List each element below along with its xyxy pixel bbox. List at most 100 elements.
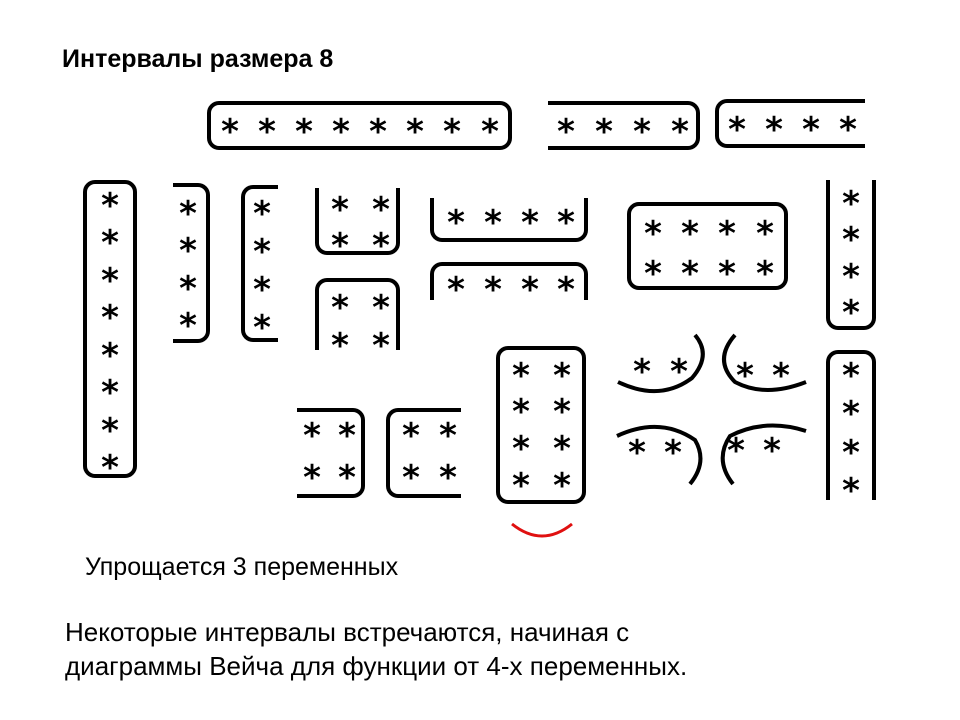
asterisk-mark: * xyxy=(557,203,575,244)
asterisk-mark: * xyxy=(179,194,197,235)
asterisk-mark: * xyxy=(253,194,271,235)
asterisk-mark: * xyxy=(221,112,239,153)
asterisk-mark: * xyxy=(439,416,457,457)
description-line-1: Некоторые интервалы встречаются, начиная… xyxy=(65,617,630,647)
asterisk-mark: * xyxy=(331,190,349,231)
arc-top-right xyxy=(722,333,807,392)
asterisk-mark: * xyxy=(633,112,651,153)
interval-box xyxy=(173,183,210,343)
asterisk-mark: * xyxy=(253,232,271,273)
description-line-2: диаграммы Вейча для функции от 4-х перем… xyxy=(65,651,688,681)
asterisk-mark: * xyxy=(331,326,349,367)
asterisk-mark: * xyxy=(295,112,313,153)
asterisk-mark: * xyxy=(332,112,350,153)
interval-box xyxy=(826,350,876,500)
asterisk-mark: * xyxy=(179,269,197,310)
asterisk-mark: * xyxy=(553,466,571,507)
asterisk-mark: * xyxy=(765,110,783,151)
interval-box xyxy=(315,278,400,350)
asterisk-mark: * xyxy=(406,112,424,153)
asterisk-mark: * xyxy=(402,458,420,499)
asterisk-mark: * xyxy=(372,288,390,329)
asterisk-mark: * xyxy=(512,356,530,397)
asterisk-mark: * xyxy=(839,110,857,151)
asterisk-mark: * xyxy=(644,214,662,255)
interval-box xyxy=(430,262,588,300)
asterisk-mark: * xyxy=(101,448,119,489)
interval-box xyxy=(241,185,278,342)
description: Некоторые интервалы встречаются, начиная… xyxy=(65,615,687,683)
asterisk-mark: * xyxy=(101,223,119,264)
asterisk-mark: * xyxy=(842,220,860,261)
asterisk-mark: * xyxy=(372,190,390,231)
asterisk-mark: * xyxy=(756,254,774,295)
asterisk-mark: * xyxy=(372,326,390,367)
asterisk-mark: * xyxy=(718,254,736,295)
asterisk-mark: * xyxy=(763,431,781,472)
asterisk-mark: * xyxy=(681,254,699,295)
subtitle: Упрощается 3 переменных xyxy=(85,553,399,581)
asterisk-mark: * xyxy=(369,112,387,153)
asterisk-mark: * xyxy=(331,226,349,267)
asterisk-mark: * xyxy=(842,356,860,397)
asterisk-mark: * xyxy=(512,429,530,470)
arc-top-left xyxy=(617,333,705,393)
asterisk-mark: * xyxy=(842,394,860,435)
interval-box xyxy=(627,202,788,290)
asterisk-mark: * xyxy=(331,288,349,329)
interval-box xyxy=(297,408,365,498)
asterisk-mark: * xyxy=(633,352,651,393)
arc-bottom-right xyxy=(720,423,807,486)
arc-bottom-left xyxy=(616,425,703,486)
asterisk-mark: * xyxy=(670,352,688,393)
interval-box xyxy=(826,180,876,330)
asterisk-mark: * xyxy=(253,308,271,349)
asterisk-mark: * xyxy=(553,356,571,397)
asterisk-mark: * xyxy=(521,203,539,244)
interval-box xyxy=(496,346,586,504)
asterisk-mark: * xyxy=(258,112,276,153)
asterisk-mark: * xyxy=(484,203,502,244)
asterisk-mark: * xyxy=(842,184,860,225)
asterisk-mark: * xyxy=(253,270,271,311)
asterisk-mark: * xyxy=(644,254,662,295)
asterisk-mark: * xyxy=(628,433,646,474)
asterisk-mark: * xyxy=(671,112,689,153)
asterisk-mark: * xyxy=(557,270,575,311)
asterisk-mark: * xyxy=(303,416,321,457)
asterisk-mark: * xyxy=(101,411,119,452)
interval-box xyxy=(548,101,700,150)
interval-box xyxy=(83,180,137,478)
interval-box xyxy=(430,198,588,242)
asterisk-mark: * xyxy=(718,214,736,255)
asterisk-mark: * xyxy=(728,110,746,151)
slide-title: Интервалы размера 8 xyxy=(62,45,334,73)
asterisk-mark: * xyxy=(557,112,575,153)
asterisk-mark: * xyxy=(512,392,530,433)
asterisk-mark: * xyxy=(101,298,119,339)
asterisk-mark: * xyxy=(447,203,465,244)
asterisk-mark: * xyxy=(756,214,774,255)
asterisk-mark: * xyxy=(179,231,197,272)
asterisk-mark: * xyxy=(842,257,860,298)
asterisk-mark: * xyxy=(772,356,790,397)
asterisk-mark: * xyxy=(521,270,539,311)
asterisk-mark: * xyxy=(101,373,119,414)
asterisk-mark: * xyxy=(372,226,390,267)
interval-box xyxy=(715,99,865,148)
asterisk-mark: * xyxy=(101,261,119,302)
asterisk-mark: * xyxy=(595,112,613,153)
asterisk-mark: * xyxy=(402,416,420,457)
asterisk-mark: * xyxy=(338,458,356,499)
asterisk-mark: * xyxy=(681,214,699,255)
asterisk-mark: * xyxy=(303,458,321,499)
asterisk-mark: * xyxy=(553,392,571,433)
asterisk-mark: * xyxy=(179,306,197,347)
asterisk-mark: * xyxy=(439,458,457,499)
interval-box xyxy=(386,408,461,498)
asterisk-mark: * xyxy=(101,186,119,227)
asterisk-mark: * xyxy=(443,112,461,153)
asterisk-mark: * xyxy=(338,416,356,457)
asterisk-mark: * xyxy=(484,270,502,311)
interval-box xyxy=(315,188,400,255)
